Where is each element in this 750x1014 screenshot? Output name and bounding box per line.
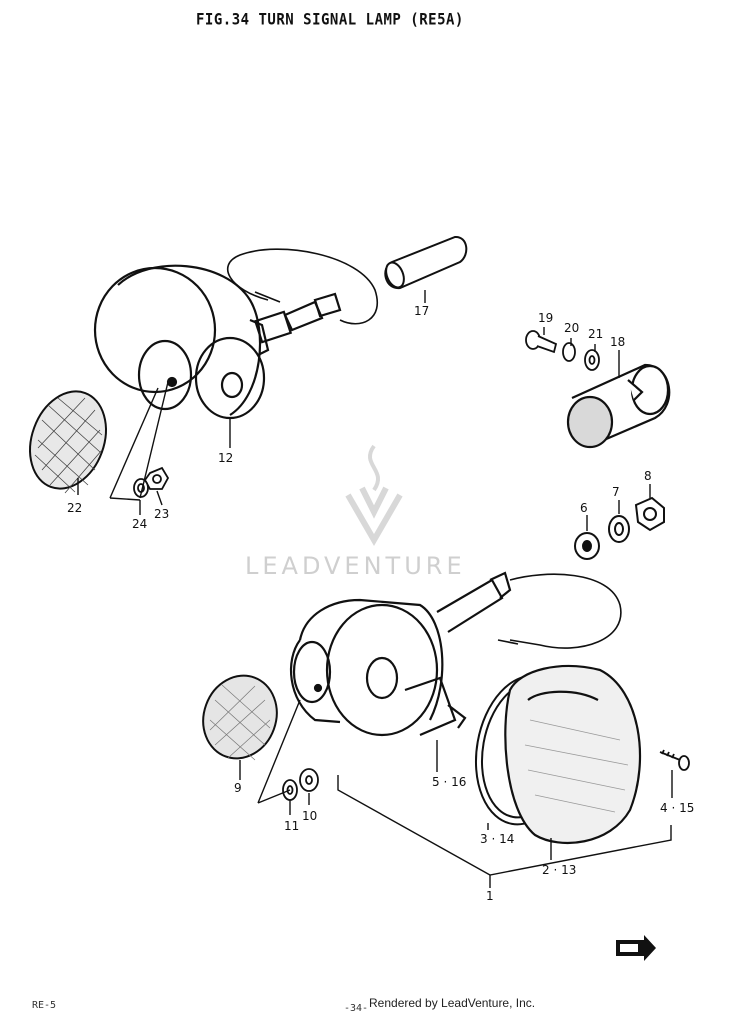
screw-4-15: [659, 749, 690, 771]
callout-22: 22: [67, 501, 82, 515]
corner-code: RE-5: [32, 1000, 57, 1011]
page-number: -34-: [344, 1003, 369, 1014]
callout-23: 23: [154, 507, 169, 521]
upper-lens-texture: [34, 397, 103, 494]
callout-18: 18: [610, 335, 625, 349]
fwd-arrow-icon: [614, 934, 658, 966]
callout-20: 20: [564, 321, 579, 335]
washer-20: [562, 342, 576, 362]
callout-2-13: 2 · 13: [542, 863, 576, 877]
upper-lamp-wire: [227, 248, 378, 325]
callout-7: 7: [612, 485, 620, 499]
callout-4-15: 4 · 15: [660, 801, 694, 815]
page-title: FIG.34 TURN SIGNAL LAMP (RE5A): [196, 10, 464, 30]
washer-6: [574, 532, 600, 560]
callout-21: 21: [588, 327, 603, 341]
callout-12: 12: [218, 451, 233, 465]
bulb-17: [384, 235, 468, 290]
callout-19: 19: [538, 311, 553, 325]
screw-19: [525, 330, 558, 354]
washer-21: [584, 349, 600, 371]
lower-lamp-wire: [497, 573, 622, 649]
watermark-text: LEADVENTURE: [245, 552, 466, 580]
lower-lamp-housing: [289, 571, 512, 737]
leadventure-logo-icon: [345, 444, 403, 546]
callout-3-14: 3 · 14: [480, 832, 514, 846]
callout-5-16: 5 · 16: [432, 775, 466, 789]
lower-lens-9: [202, 674, 278, 760]
callout-8: 8: [644, 469, 652, 483]
holder-18: [566, 363, 671, 449]
leader-lines: [77, 290, 673, 888]
nut-8: [634, 496, 665, 532]
upper-lamp-housing: [93, 264, 342, 420]
callout-10: 10: [302, 809, 317, 823]
outer-lens-texture: [524, 719, 629, 813]
rendered-by-credit: Rendered by LeadVenture, Inc.: [369, 996, 536, 1010]
callout-6: 6: [580, 501, 588, 515]
nut-10: [299, 768, 319, 792]
callout-11: 11: [284, 819, 299, 833]
lower-lens-texture: [209, 684, 271, 761]
callout-17: 17: [414, 304, 429, 318]
callout-9: 9: [234, 781, 242, 795]
washer-7: [608, 515, 630, 543]
callout-24: 24: [132, 517, 147, 531]
callout-1: 1: [486, 889, 494, 903]
